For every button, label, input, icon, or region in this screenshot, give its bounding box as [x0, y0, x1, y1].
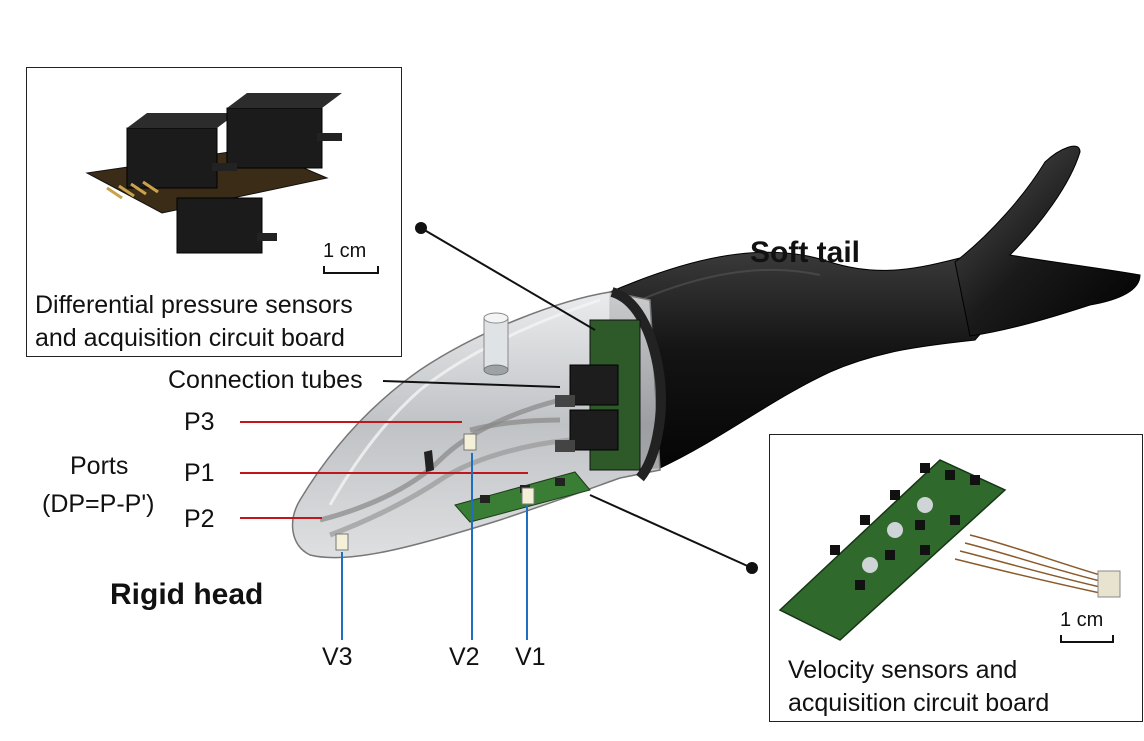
- p2-label: P2: [184, 505, 215, 533]
- sensor-port-markers: [335, 433, 535, 551]
- p1-label: P1: [184, 459, 215, 487]
- connection-tubes-label: Connection tubes: [168, 366, 363, 394]
- v3-label: V3: [322, 643, 353, 671]
- v1-label: V1: [515, 643, 546, 671]
- pressure-inset-dot: [415, 222, 427, 234]
- velocity-sensor-photo: [778, 459, 1121, 641]
- velocity-scale-label: 1 cm: [1060, 609, 1104, 631]
- p3-label: P3: [184, 408, 215, 436]
- soft-tail-body: [609, 145, 1141, 471]
- inset-leader-lines: [382, 227, 753, 569]
- pressure-sensor-inset: 1 cm Differential pressure sensors and a…: [26, 67, 402, 357]
- pressure-scale-label: 1 cm: [323, 240, 367, 262]
- port-leader-lines: [240, 421, 528, 519]
- velocity-scale-bar: [1060, 635, 1114, 643]
- pressure-sensor-photo: [85, 93, 342, 254]
- rigid-head-label: Rigid head: [110, 578, 264, 611]
- velocity-sensor-inset: 1 cm Velocity sensors and acquisition ci…: [769, 434, 1143, 722]
- pressure-caption-line2: and acquisition circuit board: [35, 324, 345, 352]
- velocity-leader-lines: [341, 453, 528, 640]
- velocity-caption-line2: acquisition circuit board: [788, 689, 1050, 717]
- pressure-scale-bar: [323, 266, 379, 274]
- pressure-caption-line1: Differential pressure sensors: [35, 291, 353, 319]
- v2-label: V2: [449, 643, 480, 671]
- ports-label: Ports: [70, 452, 129, 480]
- soft-tail-label: Soft tail: [750, 236, 860, 269]
- velocity-caption-line1: Velocity sensors and: [788, 656, 1018, 684]
- pressure-sensor-stack: [555, 319, 641, 471]
- velocity-inset-dot: [746, 562, 758, 574]
- ports-formula-label: (DP=P-P'): [42, 490, 155, 518]
